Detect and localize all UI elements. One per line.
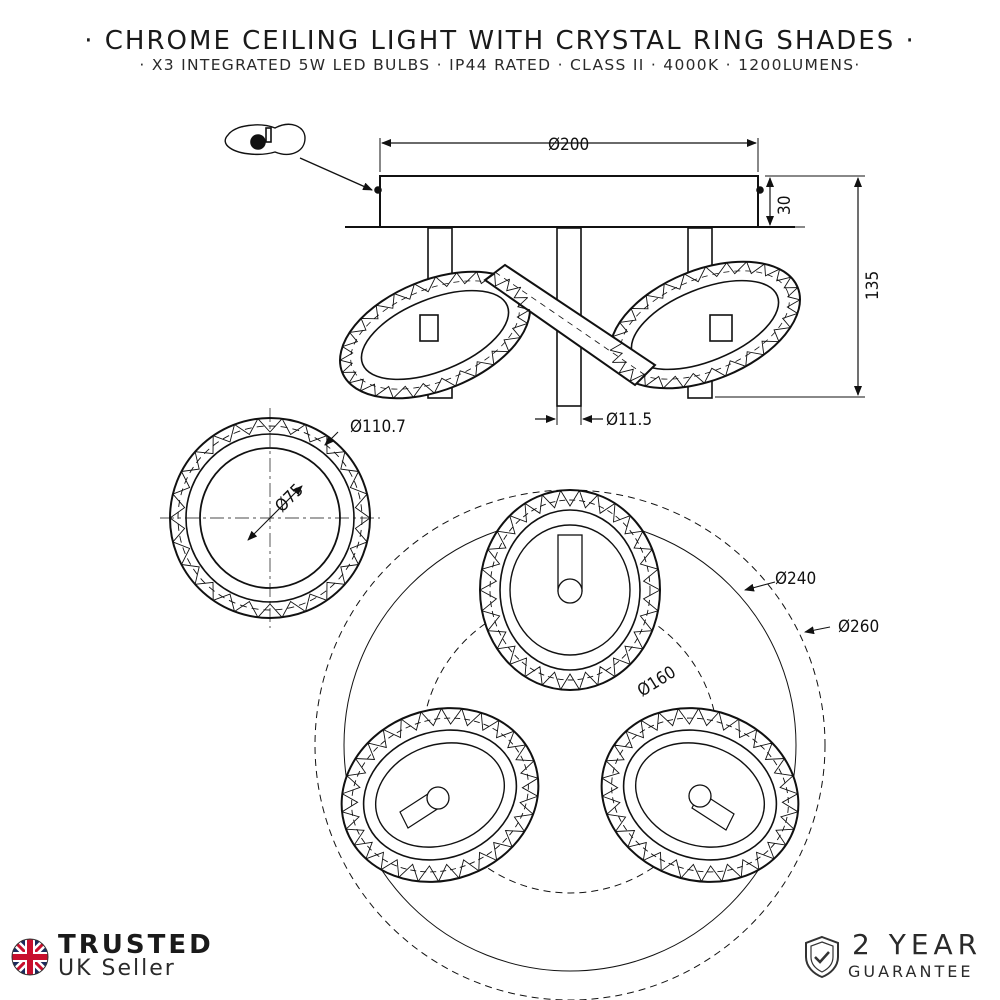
side-elevation-view — [224, 123, 865, 425]
crystal-facets — [339, 271, 531, 399]
product-title: · CHROME CEILING LIGHT WITH CRYSTAL RING… — [84, 26, 916, 56]
crystal-facets — [341, 708, 539, 882]
ceiling-fixing-icon — [224, 123, 306, 156]
plan-view — [314, 489, 831, 1000]
dim-stem-diameter: Ø11.5 — [606, 410, 652, 430]
crystal-facets — [601, 708, 799, 882]
dim-circle-160: Ø160 — [634, 662, 680, 701]
dim-base-diameter: Ø200 — [548, 135, 589, 155]
guarantee-years: 2 YEAR — [852, 928, 983, 961]
dim-circle-240: Ø240 — [775, 569, 816, 589]
crystal-facets — [479, 490, 661, 690]
plan-ring-bottom-right — [600, 707, 800, 883]
plan-ring-top — [479, 489, 661, 691]
side-ring-middle — [483, 263, 657, 387]
dim-ring-outer: Ø110.7 — [350, 417, 406, 437]
plan-ring-bottom-left — [340, 707, 540, 883]
crystal-facets — [609, 261, 801, 389]
dim-base-height: 30 — [775, 196, 795, 215]
ring-detail-view — [160, 408, 380, 628]
shield-check-icon — [805, 935, 839, 979]
trusted-title: TRUSTED — [58, 930, 214, 960]
product-specs: · X3 INTEGRATED 5W LED BULBS · IP44 RATE… — [139, 56, 861, 74]
union-jack-icon — [11, 938, 49, 976]
dim-circle-260: Ø260 — [838, 617, 879, 637]
dim-total-height: 135 — [863, 271, 883, 300]
trusted-subtitle: UK Seller — [58, 956, 176, 981]
crystal-facets — [169, 418, 371, 618]
guarantee-label: GUARANTEE — [848, 962, 974, 981]
